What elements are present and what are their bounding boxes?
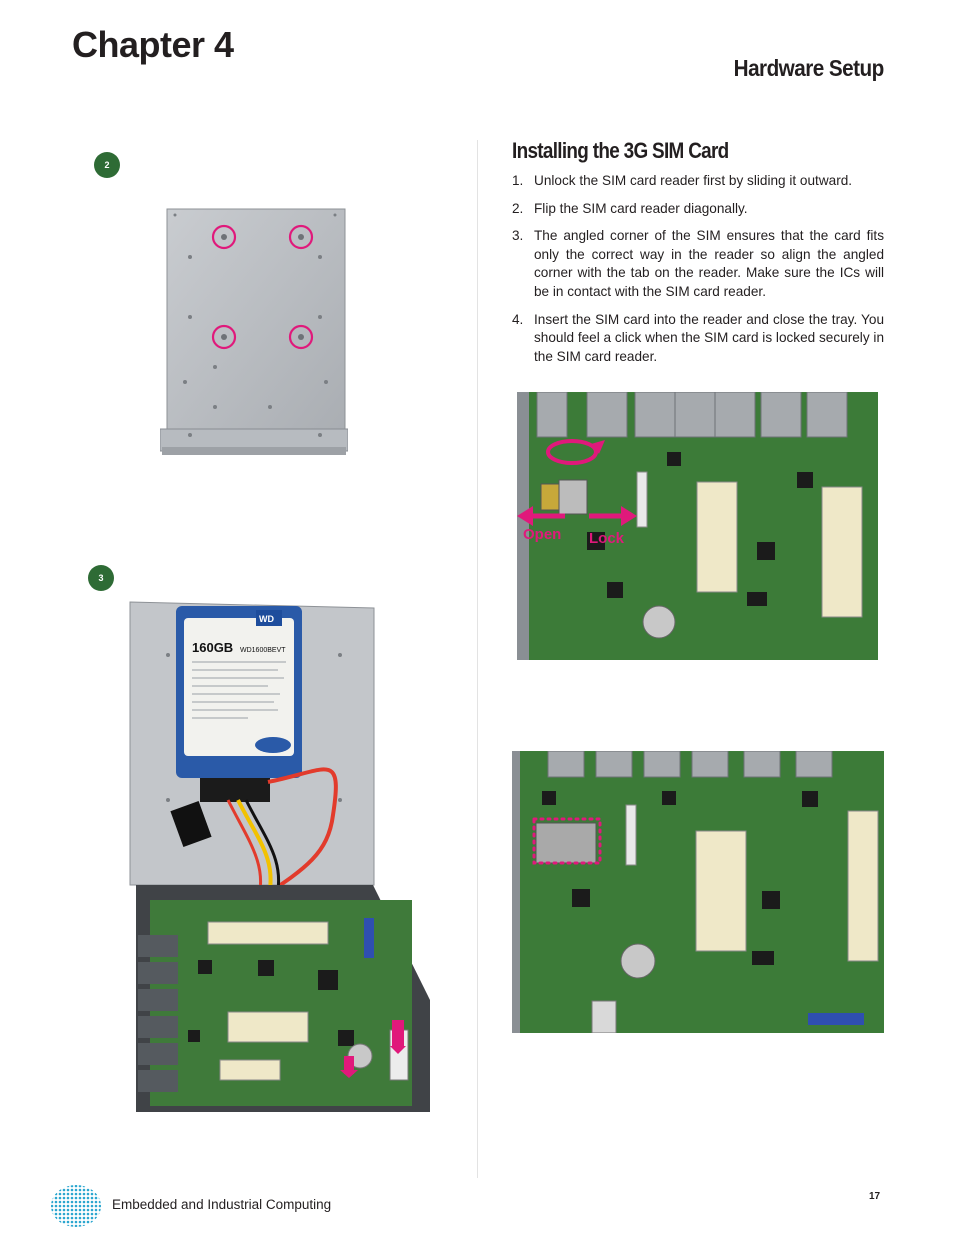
instruction-step: 1.Unlock the SIM card reader first by sl… bbox=[512, 173, 853, 188]
hdd-install-photo: WD 160GB WD1600BEVT bbox=[128, 600, 430, 1112]
instruction-step: 2.Flip the SIM card reader diagonally. bbox=[512, 200, 748, 216]
bottom-plate-photo bbox=[160, 207, 348, 457]
sim-inserted-photo bbox=[512, 751, 884, 1033]
svg-text:WD: WD bbox=[259, 614, 274, 624]
lock-label: Lock bbox=[589, 530, 625, 547]
sim-reader-photo: Open Lock bbox=[517, 392, 878, 660]
chapter-title: Chapter 4 bbox=[72, 24, 234, 65]
instruction-step: 4.Insert the SIM card into the reader an… bbox=[512, 311, 884, 364]
page-number: 17 bbox=[869, 1191, 881, 1202]
instruction-step: 3.The angled corner of the SIM ensures t… bbox=[512, 228, 884, 299]
footer-company: Embedded and Industrial Computing bbox=[112, 1197, 332, 1212]
column-divider bbox=[477, 140, 478, 1178]
step-badge-2: 2 bbox=[94, 152, 120, 178]
company-logo bbox=[50, 1184, 102, 1228]
hdd-capacity: 160GB bbox=[192, 640, 233, 655]
section-heading: Installing the 3G SIM Card bbox=[512, 138, 729, 163]
step-badge-3: 3 bbox=[88, 565, 114, 591]
instruction-list: 1.Unlock the SIM card reader first by sl… bbox=[512, 172, 884, 375]
section-title: Hardware Setup bbox=[733, 55, 885, 81]
hdd-model: WD1600BEVT bbox=[240, 647, 286, 654]
open-label: Open bbox=[523, 526, 562, 543]
